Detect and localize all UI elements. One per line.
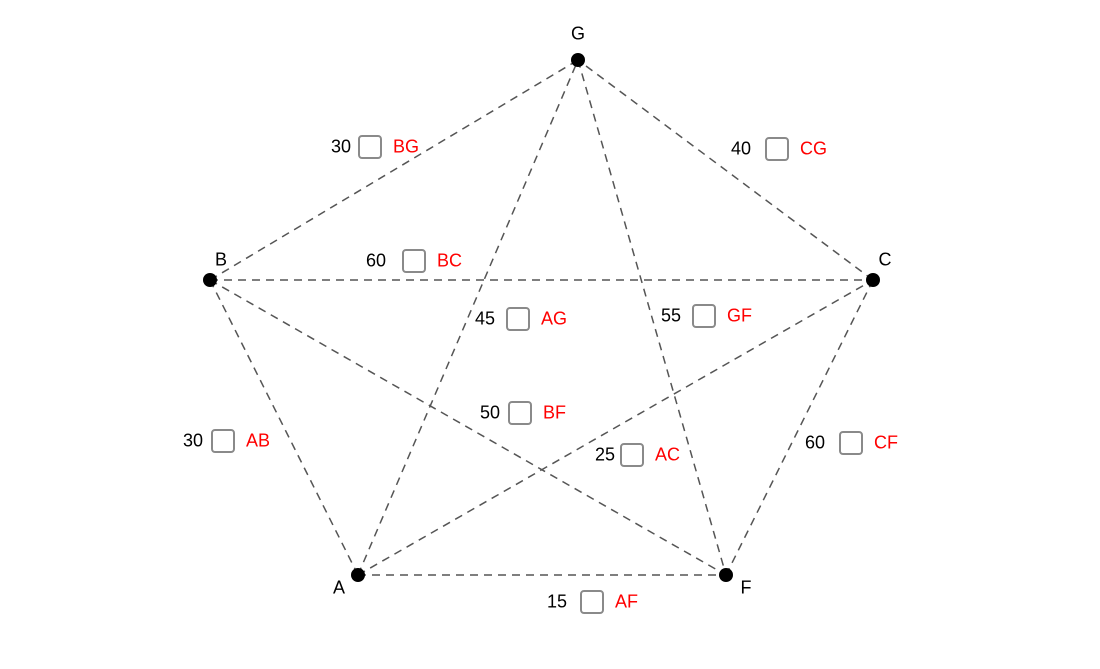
vertex-label-c: C [878, 249, 892, 270]
vertex-label-a: A [332, 577, 346, 598]
checkbox-af[interactable] [580, 590, 604, 614]
vertex-point-a[interactable] [351, 568, 365, 582]
checkbox-ag[interactable] [506, 307, 530, 331]
edge-name-cf: CF [874, 432, 898, 453]
edge-gf [577, 59, 727, 576]
vertex-label-g: G [570, 23, 586, 44]
edge-name-ac: AC [655, 444, 681, 465]
edge-weight-ab: 30 [182, 430, 203, 451]
edge-weight-bg: 30 [330, 136, 351, 157]
edge-weight-bc: 60 [365, 250, 386, 271]
checkbox-cg[interactable] [765, 137, 789, 161]
checkbox-bg[interactable] [358, 135, 382, 159]
vertex-point-c[interactable] [866, 273, 880, 287]
checkbox-gf[interactable] [692, 304, 716, 328]
checkbox-ab[interactable] [211, 429, 235, 453]
edge-ag [357, 59, 579, 576]
checkbox-bc[interactable] [402, 249, 426, 273]
checkbox-ac[interactable] [620, 443, 644, 467]
edge-name-cg: CG [800, 138, 827, 159]
checkbox-cf[interactable] [839, 431, 863, 455]
vertex-point-g[interactable] [571, 53, 585, 67]
edge-weight-bf: 50 [479, 402, 500, 423]
checkbox-bf[interactable] [508, 401, 532, 425]
edge-weight-cf: 60 [804, 432, 825, 453]
edge-ab [209, 279, 359, 576]
vertex-label-f: F [740, 577, 752, 598]
edge-weight-gf: 55 [660, 305, 681, 326]
edge-name-af: AF [615, 591, 639, 612]
edge-bf [209, 279, 727, 576]
edge-name-bg: BG [393, 136, 420, 157]
vertex-label-b: B [214, 249, 228, 270]
edge-weight-cg: 40 [730, 138, 751, 159]
edge-bg [209, 59, 579, 281]
edge-ac [357, 279, 874, 576]
edge-name-bf: BF [543, 402, 567, 423]
edge-name-ab: AB [246, 430, 271, 451]
edge-name-bc: BC [437, 250, 463, 271]
vertex-point-b[interactable] [203, 273, 217, 287]
edge-name-ag: AG [541, 308, 568, 329]
edge-cg [577, 59, 874, 281]
edge-name-gf: GF [727, 305, 752, 326]
edge-weight-ag: 45 [474, 308, 495, 329]
edge-weight-af: 15 [546, 591, 567, 612]
edge-weight-ac: 25 [594, 444, 615, 465]
vertex-point-f[interactable] [719, 568, 733, 582]
